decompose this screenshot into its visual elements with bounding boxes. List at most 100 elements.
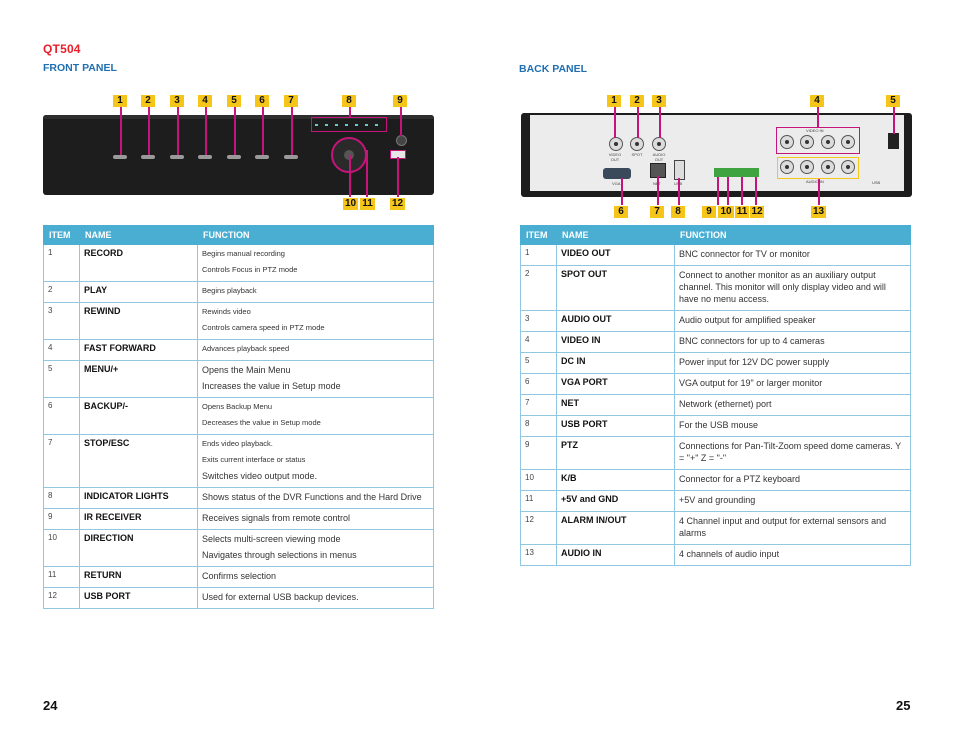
table-header-row: ITEM NAME FUNCTION [520,225,911,245]
back-usb-label: USB [872,180,881,185]
menu-button-shape [227,155,241,159]
row-item: 9 [43,508,80,530]
row-function: Ends video playback.Exits current interf… [197,434,434,488]
callout-line [366,150,368,197]
audio-in-2-icon [800,160,814,174]
video-in-3-bnc-icon [821,135,835,149]
header-item: ITEM [43,225,80,245]
row-function: Connector for a PTZ keyboard [674,469,911,491]
function-line: Begins playback [202,286,257,295]
dc-in-icon [888,133,899,149]
back-usb-port-icon [674,160,685,180]
callout-line [148,107,150,155]
callout-line [397,157,399,197]
front-callout-5: 5 [227,95,241,107]
back-callout-4: 4 [810,95,824,107]
callout-line [291,107,293,155]
audio-out-jack-icon [652,137,666,151]
audio-in-1-icon [780,160,794,174]
row-item: 12 [520,511,557,545]
row-name: AUDIO OUT [556,310,675,332]
row-function: Network (ethernet) port [674,394,911,416]
row-item: 7 [520,394,557,416]
row-name: ALARM IN/OUT [556,511,675,545]
callout-line [621,178,623,205]
front-callout-2: 2 [141,95,155,107]
row-item: 6 [520,373,557,395]
row-name: REWIND [79,302,198,340]
row-function: +5V and grounding [674,490,911,512]
function-line: VGA output for 19" or larger monitor [679,378,823,388]
row-name: USB PORT [556,415,675,437]
row-item: 8 [43,487,80,509]
function-line: Connector for a PTZ keyboard [679,474,801,484]
back-callout-5: 5 [886,95,900,107]
row-function: Connections for Pan-Tilt-Zoom speed dome… [674,436,911,470]
audio-in-4-icon [841,160,855,174]
header-item: ITEM [520,225,557,245]
function-line: Network (ethernet) port [679,399,772,409]
spot-out-bnc-icon [630,137,644,151]
function-line: Power input for 12V DC power supply [679,357,830,367]
row-function: Receives signals from remote control [197,508,434,530]
row-name: +5V and GND [556,490,675,512]
callout-line [614,107,616,138]
row-function: BNC connector for TV or monitor [674,244,911,266]
front-panel-title: FRONT PANEL [43,62,117,74]
row-function: Power input for 12V DC power supply [674,352,911,374]
table-header-row: ITEM NAME FUNCTION [43,225,434,245]
back-callout-2: 2 [630,95,644,107]
terminal-block-icon [714,168,759,177]
function-line: Increases the value in Setup mode [202,381,341,391]
callout-line [817,107,819,128]
video-in-4-bnc-icon [841,135,855,149]
header-function: FUNCTION [674,225,911,245]
row-name: PLAY [79,281,198,303]
row-name: K/B [556,469,675,491]
row-item: 8 [520,415,557,437]
function-line: Advances playback speed [202,344,290,353]
function-line: Ends video playback. [202,439,273,448]
table-row: 11+5V and GND +5V and grounding [520,490,911,512]
function-line: +5V and grounding [679,495,756,505]
row-item: 9 [520,436,557,470]
page-number-right: 25 [896,698,911,713]
row-function: Begins playback [197,281,434,303]
row-item: 11 [520,490,557,512]
row-item: 10 [520,469,557,491]
row-name: PTZ [556,436,675,470]
row-function: Audio output for amplified speaker [674,310,911,332]
row-function: For the USB mouse [674,415,911,437]
back-callout-11: 11 [735,206,749,218]
front-callout-8: 8 [342,95,356,107]
callout-line [177,107,179,155]
row-item: 1 [520,244,557,266]
row-name: USB PORT [79,587,198,609]
row-name: DC IN [556,352,675,374]
row-item: 6 [43,397,80,435]
page-number-left: 24 [43,698,58,713]
function-line: Used for external USB backup devices. [202,592,359,602]
row-item: 5 [520,352,557,374]
row-item: 10 [43,529,80,567]
header-name: NAME [79,225,198,245]
vga-label: VGA [612,181,621,186]
callout-line [120,107,122,155]
row-name: AUDIO IN [556,544,675,566]
back-callout-13: 13 [811,206,826,218]
